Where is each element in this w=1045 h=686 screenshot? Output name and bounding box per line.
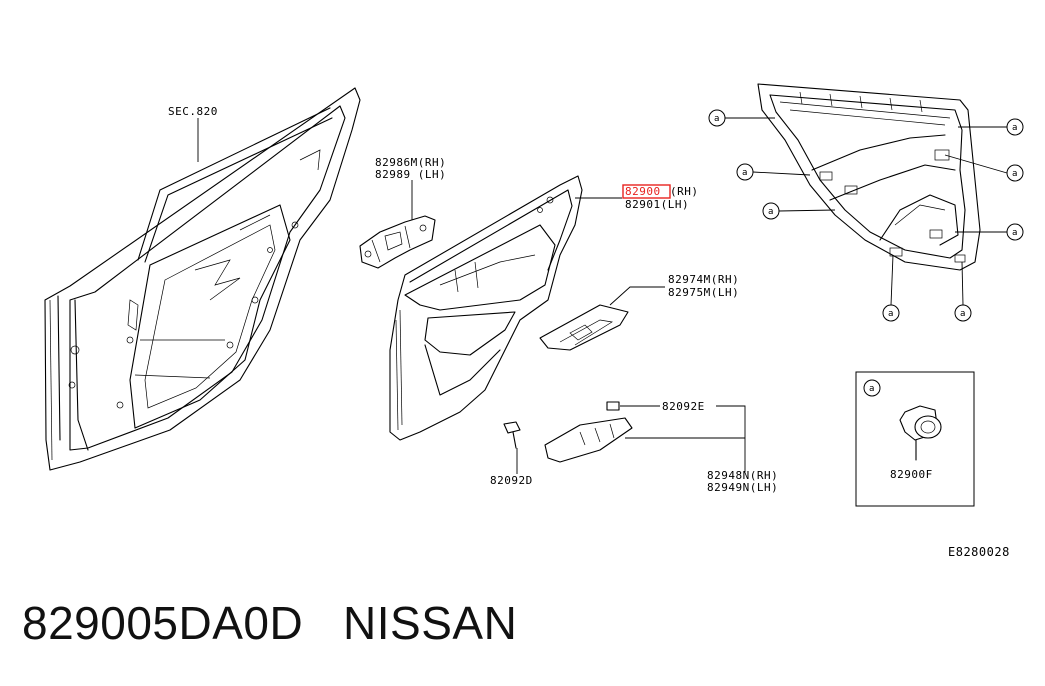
diagram-reference-code: E8280028 xyxy=(948,545,1010,559)
label-82092d: 82092D xyxy=(490,474,533,487)
label-82975m: 82975M(LH) xyxy=(668,286,739,299)
highlight-box xyxy=(622,184,671,199)
label-82900-rh: (RH) xyxy=(670,185,699,198)
callout-a-7: a xyxy=(888,309,893,319)
part-caption: 829005DA0D NISSAN xyxy=(22,596,517,650)
callout-group: a a a a a a a a xyxy=(708,109,1024,322)
label-82986m: 82986M(RH) xyxy=(375,156,446,169)
callout-a-2: a xyxy=(1012,123,1017,133)
callout-a-1: a xyxy=(714,114,719,124)
door-trim-drawing xyxy=(389,175,583,441)
trim-rear-view-drawing xyxy=(757,83,981,271)
label-82948n: 82948N(RH) xyxy=(707,469,778,482)
label-82974m: 82974M(RH) xyxy=(668,273,739,286)
brand-name: NISSAN xyxy=(343,597,518,649)
pull-handle-drawing xyxy=(544,401,633,463)
bracket-drawing xyxy=(359,215,436,269)
label-82900-highlighted[interactable]: 82900 xyxy=(625,185,661,198)
clip-detail-box: a xyxy=(855,371,975,507)
switch-finisher-drawing xyxy=(539,304,629,351)
label-82949n: 82949N(LH) xyxy=(707,481,778,494)
callout-a-9: a xyxy=(869,384,874,394)
callout-a-4: a xyxy=(1012,169,1017,179)
label-82900f: 82900F xyxy=(890,468,933,481)
callout-a-8: a xyxy=(960,309,965,319)
callout-a-6: a xyxy=(1012,228,1017,238)
screw-drawing xyxy=(503,421,521,449)
label-82989: 82989 (LH) xyxy=(375,168,446,181)
door-frame-drawing xyxy=(44,87,361,471)
part-number: 829005DA0D xyxy=(22,597,304,649)
label-82901: 82901(LH) xyxy=(625,198,689,211)
callout-a-5: a xyxy=(768,207,773,217)
label-82092e: 82092E xyxy=(662,400,705,413)
callout-a-3: a xyxy=(742,168,747,178)
label-sec-820: SEC.820 xyxy=(168,105,218,118)
